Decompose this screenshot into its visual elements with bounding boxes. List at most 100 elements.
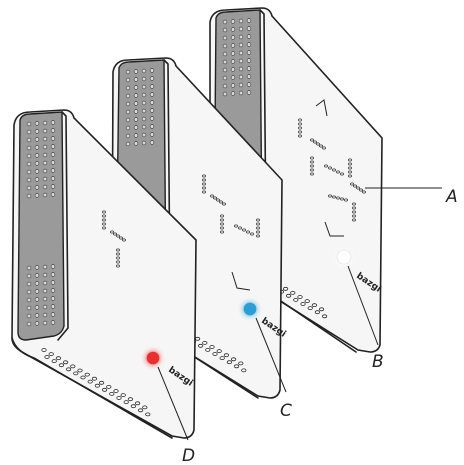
display-segment-dot: [102, 222, 106, 226]
vent-hole: [195, 336, 201, 341]
vent-hole: [80, 375, 86, 380]
grille-hole: [34, 129, 40, 134]
grille-hole: [141, 68, 147, 74]
display-segment-dot: [348, 166, 352, 170]
display-segment-dot: [242, 228, 246, 232]
grille-hole: [42, 312, 48, 318]
vent-hole: [216, 349, 222, 354]
vent-hole: [87, 379, 93, 384]
display-segment-dot: [310, 172, 314, 176]
display-segment-dot: [116, 256, 120, 260]
display-segment-dot: [216, 198, 220, 202]
grille-hole: [42, 264, 48, 270]
grille-hole: [42, 320, 48, 326]
display-segment-dot: [319, 144, 323, 148]
grille-hole: [42, 288, 48, 294]
grille-hole: [125, 109, 131, 115]
led-c: [243, 302, 257, 316]
grille-hole: [222, 59, 228, 65]
display-segment-dot: [110, 230, 114, 234]
display-segment-dot: [316, 142, 320, 146]
display-segment-dot: [313, 140, 317, 144]
vent-hole: [300, 302, 306, 306]
grille-hole: [230, 51, 236, 56]
display-segment-dot: [116, 260, 120, 264]
display-segment-dot: [222, 202, 226, 206]
grille-hole: [42, 296, 48, 302]
display-segment-dot: [298, 118, 302, 122]
display-segment-dot: [102, 226, 106, 230]
grille-hole: [42, 176, 48, 182]
display-segment-dot: [202, 190, 206, 194]
vent-hole: [127, 397, 133, 402]
grille-hole: [50, 120, 56, 125]
grille-hole: [133, 141, 139, 146]
grille-hole: [50, 192, 56, 197]
grille-hole: [238, 90, 244, 96]
display-segment-dot: [220, 230, 224, 234]
device-front-grille-holes: [26, 120, 56, 327]
grille-hole: [26, 177, 32, 183]
vent-hole: [314, 310, 320, 315]
display-segment-dot: [324, 164, 328, 168]
vent-hole: [234, 364, 240, 369]
display-segment-dot: [352, 214, 356, 218]
callout-d-label: D: [182, 446, 195, 465]
display-segment-dot: [310, 138, 314, 142]
vent-hole: [282, 286, 289, 291]
callout-a-label: A: [445, 187, 458, 207]
grille-hole: [34, 177, 40, 182]
grille-hole: [42, 120, 48, 126]
grille-hole: [26, 297, 32, 303]
device-back-display-check-mark: [324, 221, 344, 237]
device-back-display-top-mark: [315, 99, 328, 117]
grille-hole: [26, 153, 32, 159]
led-d: [146, 351, 160, 365]
display-segment-dot: [256, 226, 260, 230]
grille-hole: [222, 43, 228, 49]
vent-hole: [212, 352, 218, 356]
vent-hole: [304, 299, 310, 304]
callout-b-label: B: [372, 352, 384, 372]
grille-hole: [34, 297, 40, 302]
grille-hole: [246, 58, 252, 63]
display-segment-dot: [336, 196, 340, 200]
vent-hole: [226, 360, 232, 365]
grille-hole: [230, 67, 236, 72]
grille-hole: [141, 140, 147, 146]
grille-hole: [26, 313, 32, 319]
grille-hole: [133, 133, 139, 138]
device-front-bottom-vents: [41, 348, 151, 417]
grille-hole: [149, 92, 155, 97]
display-segment-dot: [332, 195, 336, 199]
grille-hole: [222, 83, 228, 89]
grille-hole: [42, 272, 48, 278]
vent-hole: [297, 295, 303, 299]
grille-hole: [34, 137, 40, 142]
grille-hole: [26, 289, 32, 295]
grille-hole: [149, 132, 155, 137]
grille-hole: [238, 42, 244, 48]
display-segment-dot: [116, 248, 120, 252]
vent-hole: [91, 376, 98, 381]
display-segment-dot: [202, 186, 206, 190]
grille-hole: [34, 153, 40, 158]
grille-hole: [238, 34, 244, 40]
grille-hole: [133, 101, 139, 106]
grille-hole: [42, 184, 48, 190]
display-segment-dot: [219, 200, 223, 204]
grille-hole: [26, 137, 32, 143]
grille-hole: [34, 281, 40, 286]
vent-hole: [145, 412, 151, 417]
grille-hole: [230, 19, 236, 24]
display-segment-dot: [310, 160, 314, 164]
grille-hole: [34, 289, 40, 294]
device-front-grille-face: [17, 111, 65, 341]
callout-c-leader: [255, 317, 287, 393]
grille-hole: [141, 116, 147, 122]
grille-hole: [50, 296, 56, 301]
grille-hole: [238, 26, 244, 32]
grille-hole: [50, 128, 56, 133]
grille-hole: [42, 192, 48, 198]
grille-hole: [149, 124, 155, 129]
